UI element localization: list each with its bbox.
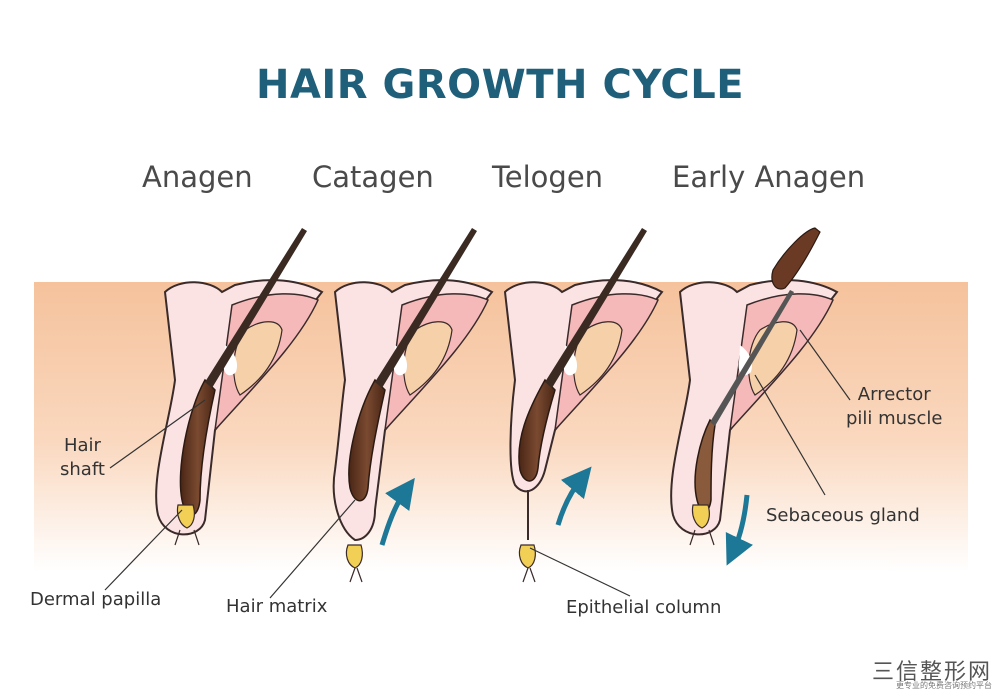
downward-arrow-early-anagen <box>725 494 753 566</box>
label-dermal-papilla: Dermal papilla <box>30 589 162 610</box>
upward-arrow-catagen <box>379 477 415 546</box>
leader-lines <box>104 329 851 599</box>
label-hair-shaft: Hair shaft <box>60 435 105 480</box>
label-arrector-pili-muscle: Arrector pili muscle <box>846 384 943 429</box>
watermark-logo-text: 三信整形网 <box>871 660 992 685</box>
watermark-subtext: 更专业的免费咨询预约平台 <box>896 681 992 690</box>
diagram-title: HAIR GROWTH CYCLE <box>255 62 745 108</box>
label-hair-matrix: Hair matrix <box>226 596 328 617</box>
upward-arrow-telogen <box>555 466 592 526</box>
shedding-hair <box>771 227 821 290</box>
label-sebaceous-gland: Sebaceous gland <box>766 505 920 526</box>
stage-label-early-anagen: Early Anagen <box>672 160 866 194</box>
follicle-early-anagen <box>670 227 839 566</box>
follicle-telogen <box>503 228 664 583</box>
label-epithelial-column: Epithelial column <box>566 597 722 618</box>
stage-label-telogen: Telogen <box>492 160 604 194</box>
stage-label-catagen: Catagen <box>312 160 434 194</box>
stage-label-anagen: Anagen <box>142 160 253 194</box>
follicle-anagen <box>155 228 324 546</box>
follicle-catagen <box>332 228 494 583</box>
